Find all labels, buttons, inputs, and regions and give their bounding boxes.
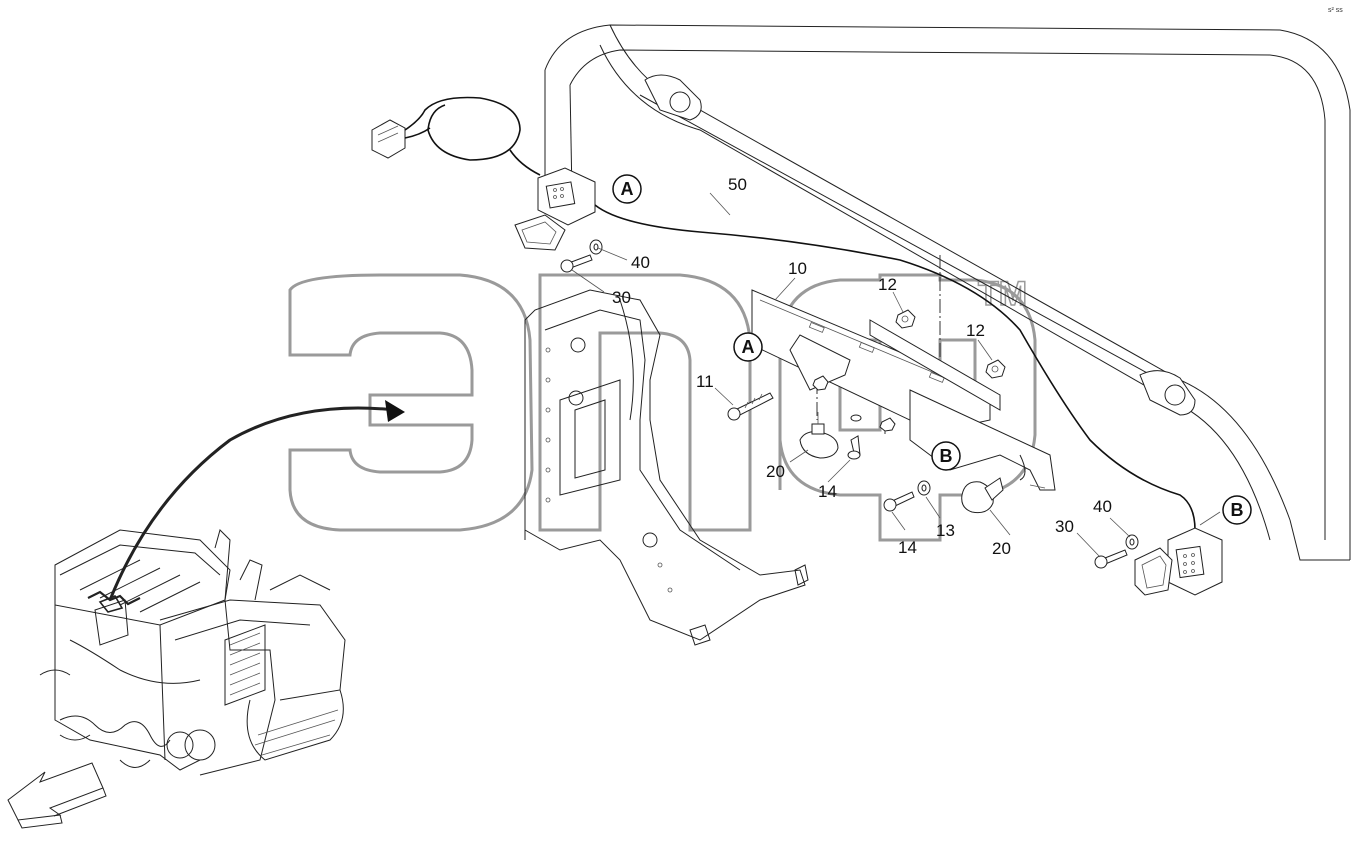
callout-14b: 14 xyxy=(898,538,917,557)
marker-a1-text: A xyxy=(621,179,634,199)
watermark-letter-p1 xyxy=(538,273,752,532)
callout-40b: 40 xyxy=(1093,497,1112,516)
callout-30a: 30 xyxy=(612,288,631,307)
callout-labels: 50 40 30 10 12 12 11 20 14 14 13 20 30 4… xyxy=(612,175,1112,558)
callout-50: 50 xyxy=(728,175,747,194)
callout-20a: 20 xyxy=(766,462,785,481)
mounting-column xyxy=(524,289,809,646)
detail-marker-a-top: A xyxy=(612,174,642,204)
callout-13: 13 xyxy=(936,521,955,540)
fastener-hardware xyxy=(560,239,1139,569)
detail-marker-a-plate: A xyxy=(733,332,763,362)
cab-roof-frame xyxy=(544,24,1351,561)
detail-pointer-arrowhead xyxy=(385,400,405,422)
machine-overview xyxy=(39,400,405,776)
view-direction-arrow xyxy=(7,762,104,821)
corner-code: s² ss xyxy=(1328,7,1343,14)
callout-12b: 12 xyxy=(966,321,985,340)
cable-harness xyxy=(371,96,1223,596)
detail-marker-b-socket: B xyxy=(1222,495,1252,525)
callout-40a: 40 xyxy=(631,253,650,272)
callout-14a: 14 xyxy=(818,482,837,501)
callout-30b: 30 xyxy=(1055,517,1074,536)
callout-10: 10 xyxy=(788,259,807,278)
callout-12a: 12 xyxy=(878,275,897,294)
callout-20b: 20 xyxy=(992,539,1011,558)
callout-11: 11 xyxy=(696,372,714,391)
marker-b2-text: B xyxy=(1231,500,1244,520)
leader-lines xyxy=(571,192,1221,558)
watermark-letter-e xyxy=(288,273,534,532)
marker-a2-text: A xyxy=(742,337,755,357)
marker-b1-text: B xyxy=(940,446,953,466)
detail-marker-b-plate: B xyxy=(931,441,961,471)
detail-pointer-arrow xyxy=(108,406,396,601)
